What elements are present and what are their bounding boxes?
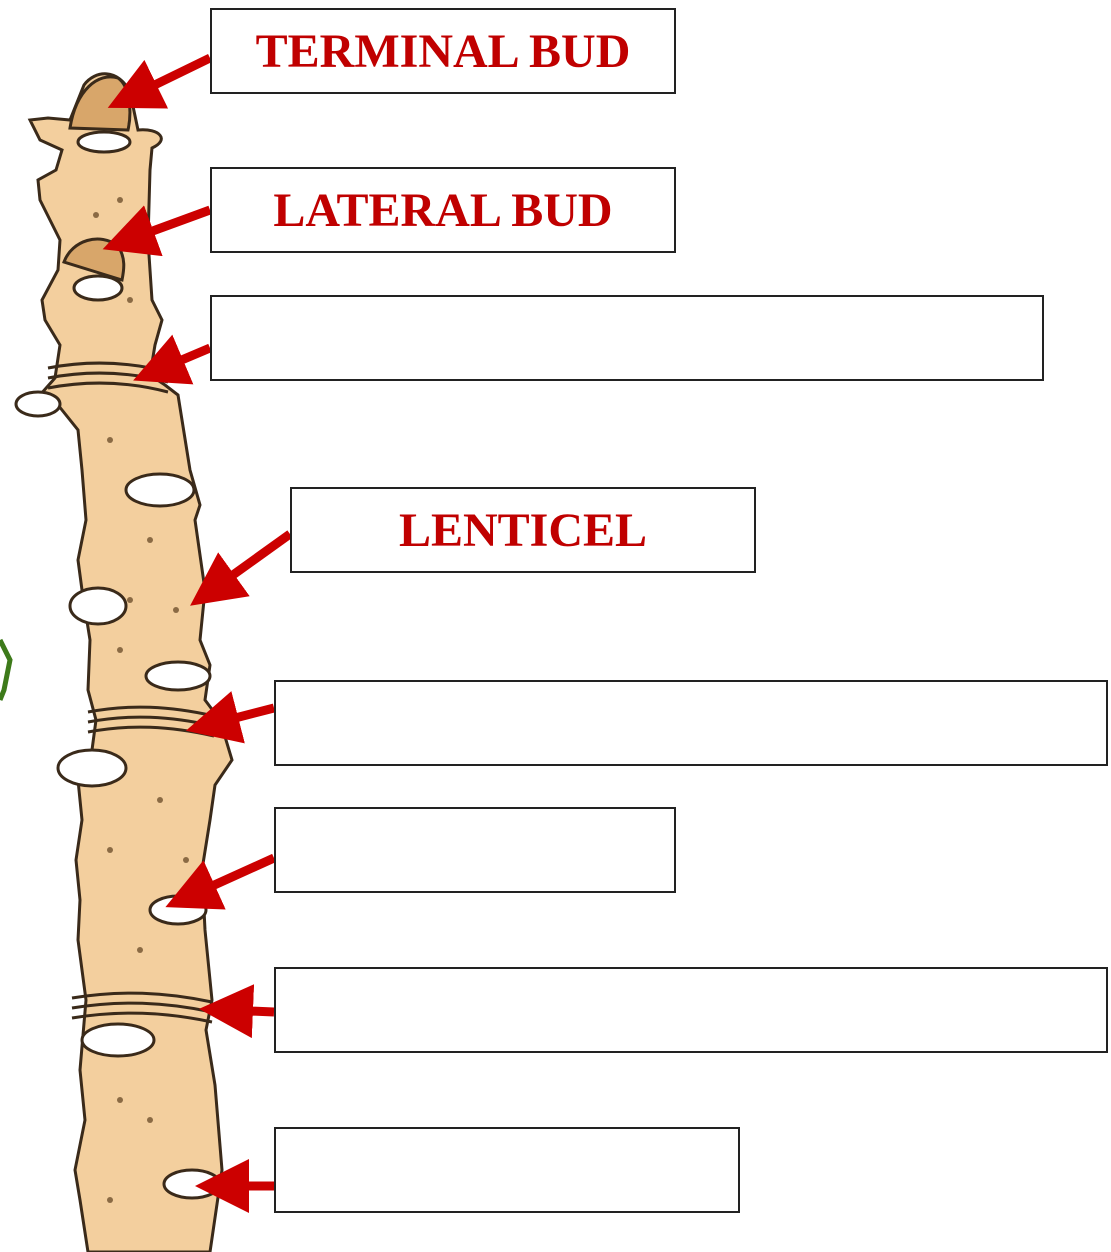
- leaf-scar: [16, 392, 60, 416]
- blank-label-box[interactable]: [210, 295, 1044, 381]
- leaf-scar: [146, 662, 210, 690]
- leaf-scar: [74, 276, 122, 300]
- leaf-scar: [82, 1024, 154, 1056]
- arrow-terminal-bud: [132, 58, 210, 96]
- blank-label-box[interactable]: [274, 807, 676, 893]
- leaf-scar: [78, 132, 130, 152]
- label-box-terminal-bud: TERMINAL BUD: [210, 8, 676, 94]
- arrow-bud-scale-scar: [158, 348, 210, 370]
- blank-label-box[interactable]: [274, 680, 1108, 766]
- green-leaf-fragment: [0, 640, 10, 700]
- label-lenticel: LENTICEL: [399, 503, 647, 558]
- label-terminal-bud: TERMINAL BUD: [256, 24, 631, 79]
- blank-label-box[interactable]: [274, 1127, 740, 1213]
- label-lateral-bud: LATERAL BUD: [273, 183, 612, 238]
- arrow-lenticel: [212, 534, 290, 590]
- terminal-bud-scales: [70, 77, 130, 130]
- arrow-bud-scale-scar-lower: [226, 1010, 274, 1012]
- leaf-scar: [126, 474, 194, 506]
- blank-label-box[interactable]: [274, 967, 1108, 1053]
- label-box-lateral-bud: LATERAL BUD: [210, 167, 676, 253]
- twig-stem: [30, 74, 232, 1252]
- leaf-scar: [70, 588, 126, 624]
- leaf-scar: [164, 1170, 220, 1198]
- label-box-lenticel: LENTICEL: [290, 487, 756, 573]
- arrow-node-ring: [212, 708, 274, 724]
- leaf-scar: [58, 750, 126, 786]
- leaf-scar: [150, 896, 206, 924]
